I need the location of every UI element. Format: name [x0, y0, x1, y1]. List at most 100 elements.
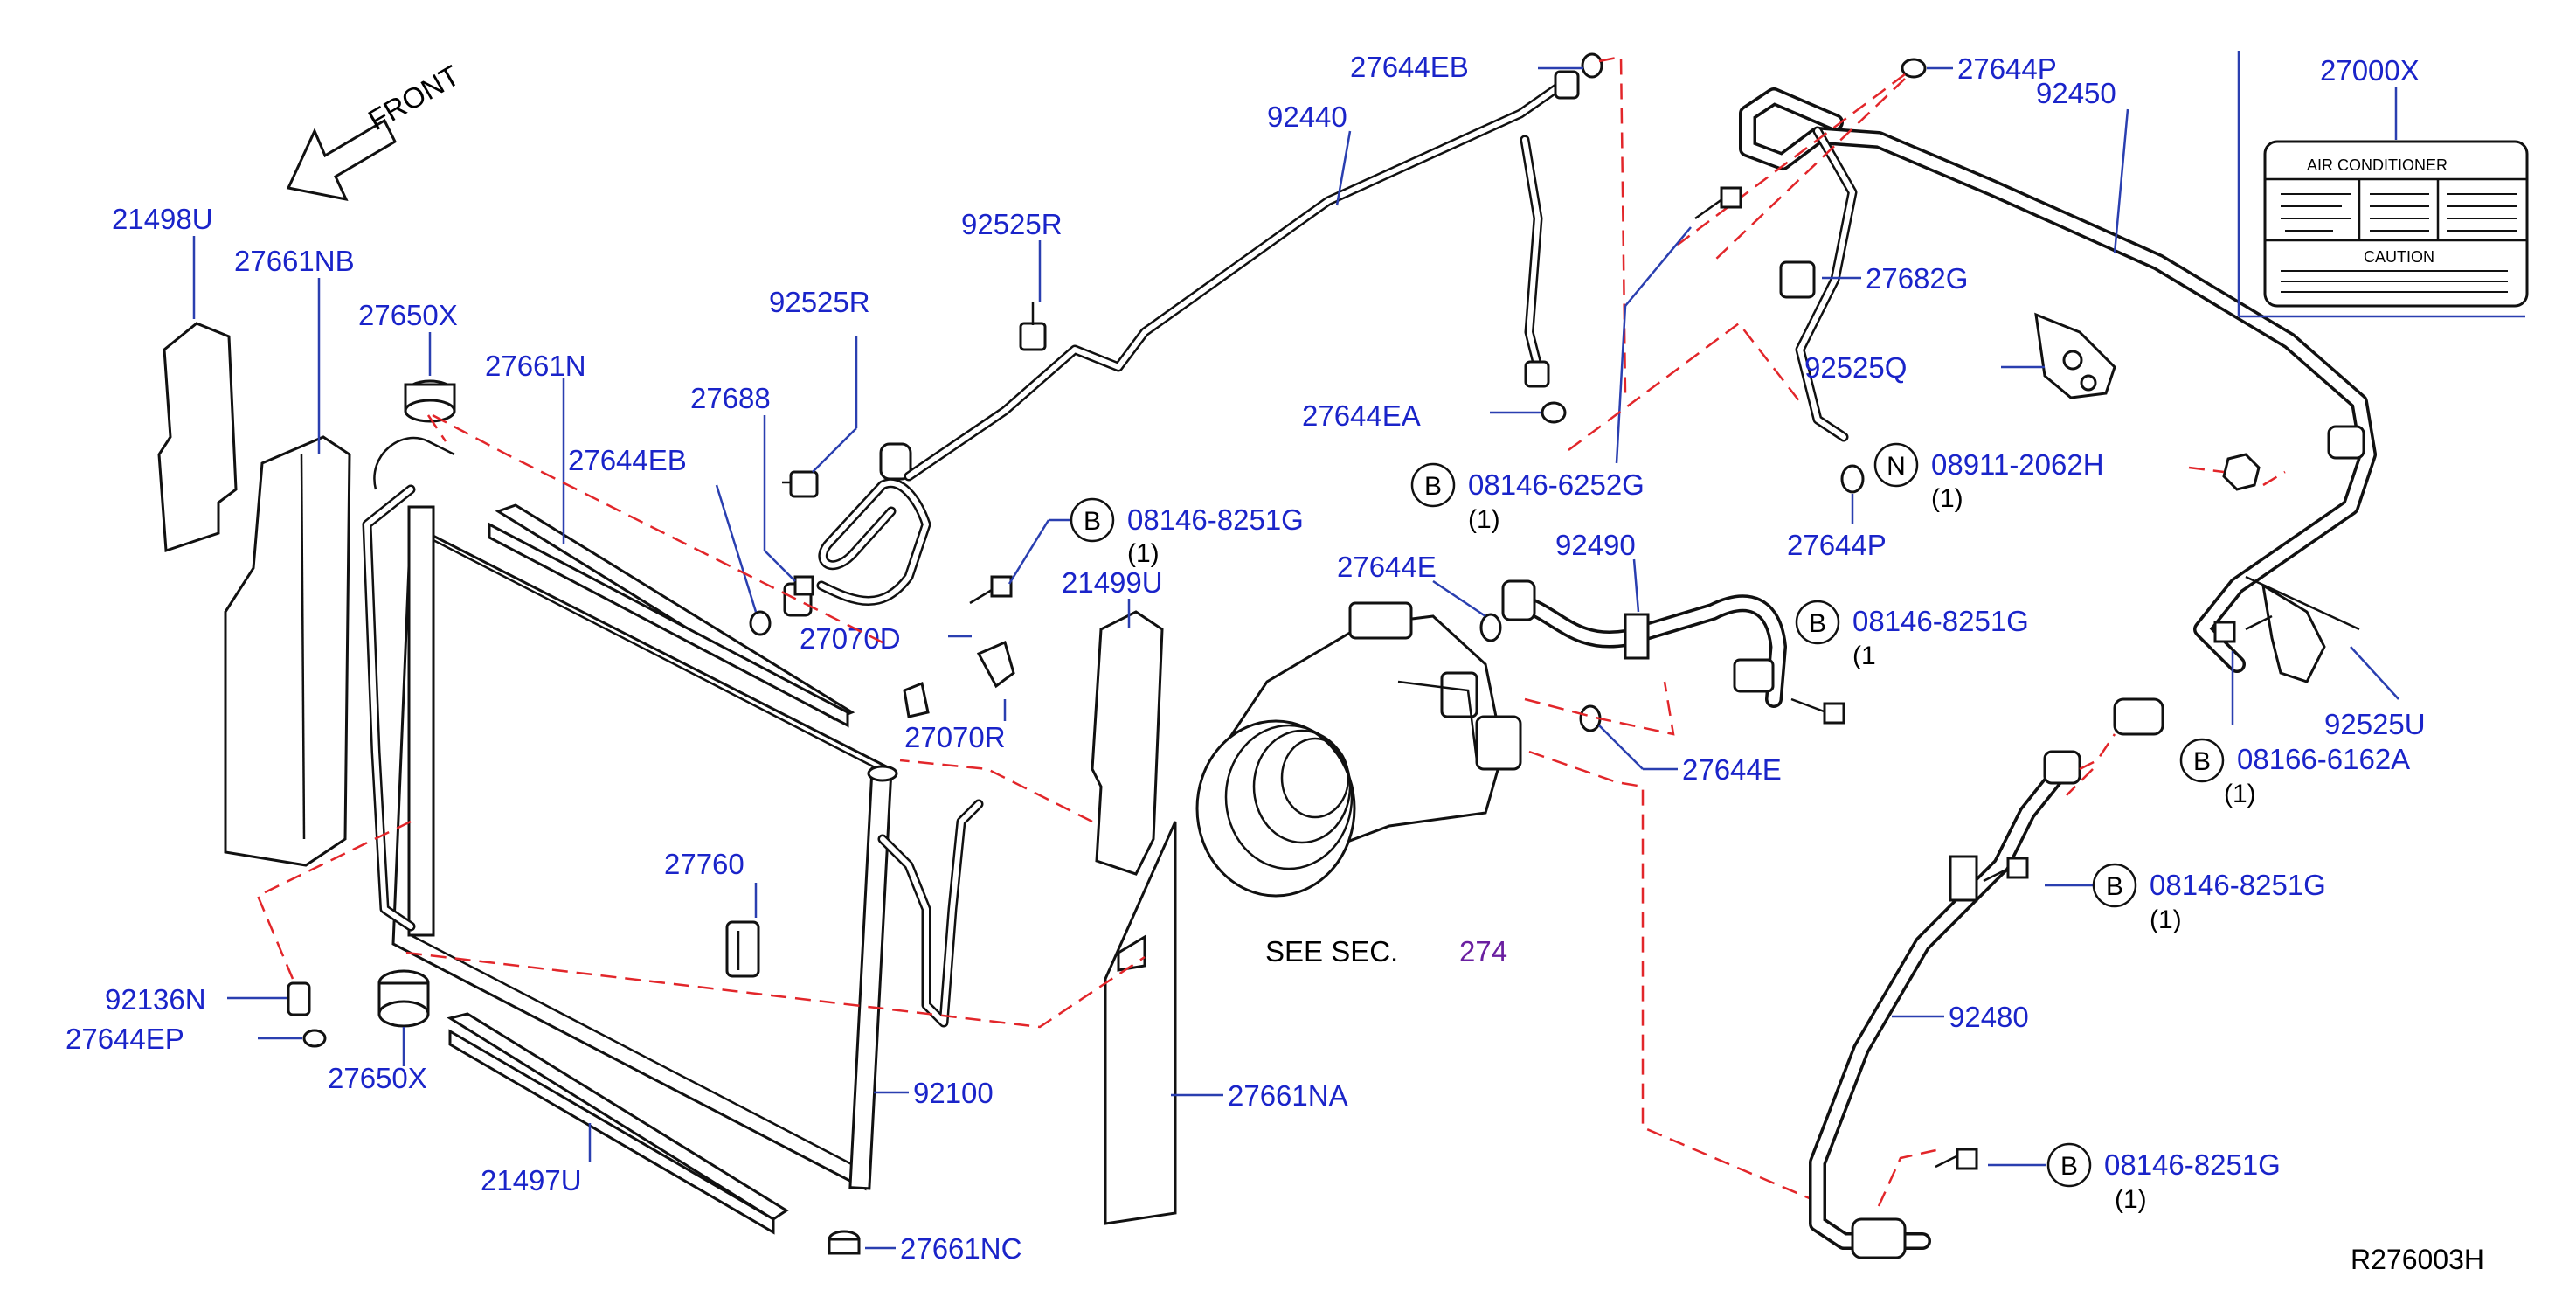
- label-92100: 92100: [913, 1077, 994, 1109]
- bolt-qty-b2: (1): [1468, 505, 1500, 534]
- oring-27644E-a: [1479, 613, 1502, 642]
- fitting-92136N: [287, 981, 311, 1016]
- label-27644EB-top: 27644EB: [1350, 51, 1469, 83]
- bolt-part-b2: 08146-6252G: [1468, 468, 1645, 501]
- label-27682G: 27682G: [1866, 262, 1968, 295]
- bolt-qty-b4: (1): [2224, 780, 2256, 808]
- grommet-27661NC: [828, 1230, 861, 1255]
- decal-27000X: [2237, 51, 2529, 318]
- label-92525Q: 92525Q: [1804, 351, 1907, 384]
- label-92525R-a: 92525R: [769, 286, 870, 318]
- clamp-92525Q: [2034, 312, 2116, 399]
- clip-92525R-a: [782, 470, 819, 498]
- nut-qty-n1: (1): [1931, 484, 1963, 513]
- see-section-prefix: SEE SEC.: [1265, 935, 1398, 968]
- air-guide-27661NB: [224, 435, 351, 867]
- label-27688: 27688: [690, 382, 771, 414]
- bolt-part-b4: 08166-6162A: [2237, 743, 2410, 775]
- oring-27644EA: [1541, 401, 1567, 424]
- label-21497U: 21497U: [481, 1164, 582, 1196]
- bolt-symbol-b3: [1795, 600, 1840, 645]
- label-27070D: 27070D: [800, 622, 901, 655]
- label-27644P-top: 27644P: [1957, 52, 2057, 85]
- pipe-fitting-top: [879, 442, 912, 481]
- oring-27644EP: [302, 1029, 327, 1048]
- label-27644EA: 27644EA: [1302, 399, 1421, 432]
- label-27661N: 27661N: [485, 350, 586, 382]
- bolt-b3: [1790, 697, 1845, 725]
- bolt-symbol-b1-text: B: [1084, 507, 1101, 536]
- bolt-b2: [1694, 186, 1742, 220]
- hose-92490-fittings: [1501, 579, 1775, 693]
- bolt-symbol-b5: [2092, 863, 2137, 908]
- label-27661NA: 27661NA: [1228, 1079, 1348, 1112]
- label-92490: 92490: [1555, 529, 1636, 561]
- label-27650X-bottom: 27650X: [328, 1062, 427, 1094]
- label-92136N: 92136N: [105, 983, 206, 1016]
- pipe-92440-end-fitting: [1524, 70, 1580, 388]
- bolt-symbol-b3-text: B: [1809, 609, 1826, 638]
- pipe-92450-fittings: [2113, 425, 2365, 736]
- label-27644E-b: 27644E: [1682, 753, 1782, 786]
- oring-27644P-mid: [1840, 464, 1865, 494]
- label-92525R-b: 92525R: [961, 208, 1063, 240]
- bolt-92525U: [2213, 614, 2273, 643]
- receiver-tank-92100: [848, 765, 898, 1190]
- label-92525U: 92525U: [2324, 708, 2426, 740]
- bolt-part-b5: 08146-8251G: [2150, 869, 2326, 901]
- bolt-symbol-b5-text: B: [2106, 872, 2123, 901]
- seal-27661N: [488, 503, 855, 728]
- bolt-part-b6: 08146-8251G: [2104, 1148, 2281, 1181]
- pressure-sensor-27688: [783, 575, 814, 617]
- compressor: [1195, 601, 1522, 898]
- label-27644E-a: 27644E: [1337, 551, 1437, 583]
- label-27644EP: 27644EP: [66, 1023, 184, 1055]
- air-guide-27661NA: [1104, 821, 1177, 1225]
- label-21498U: 21498U: [112, 203, 213, 235]
- bolt-symbol-b4: [2179, 738, 2225, 783]
- grommet-27650X-bottom: [377, 969, 430, 1028]
- bolt-symbol-b2-text: B: [1424, 472, 1442, 501]
- label-92450: 92450: [2036, 77, 2116, 109]
- seal-21497U: [447, 1012, 789, 1235]
- bolt-qty-b1: (1): [1127, 539, 1160, 568]
- bolt-part-b3: 08146-8251G: [1852, 605, 2029, 637]
- label-92480: 92480: [1949, 1001, 2029, 1033]
- label-27661NC: 27661NC: [900, 1232, 1021, 1265]
- front-label: FRONT: [363, 59, 465, 136]
- label-92440: 92440: [1267, 101, 1347, 133]
- diagram-code: R276003H: [2351, 1244, 2484, 1275]
- air-guide-21498U: [157, 322, 238, 553]
- decal-caution: CAUTION: [2364, 248, 2434, 266]
- bolt-symbol-b1: [1070, 497, 1115, 543]
- oring-27644P-top: [1901, 58, 1927, 79]
- air-guide-21499U: [1091, 610, 1164, 876]
- decal-title: AIR CONDITIONER: [2307, 156, 2448, 174]
- nut-part-n1: 08911-2062H: [1931, 448, 2104, 481]
- hose-92480-fittings: [1851, 750, 2081, 1259]
- nut-symbol-n1-text: N: [1887, 452, 1906, 481]
- oring-27644EB-top: [1581, 52, 1603, 79]
- label-27070R: 27070R: [904, 721, 1006, 753]
- label-27661NB: 27661NB: [234, 245, 355, 277]
- label-27650X-top: 27650X: [358, 299, 458, 331]
- bracket-27760: [725, 920, 760, 978]
- grommet-27650X-top: [404, 379, 456, 423]
- bolt-symbol-b6: [2046, 1142, 2092, 1188]
- bolt-symbol-b4-text: B: [2193, 747, 2211, 776]
- bolt-symbol-b6-text: B: [2060, 1152, 2078, 1181]
- bolt-b1: [969, 575, 1013, 605]
- label-27644P-mid: 27644P: [1787, 529, 1887, 561]
- bolt-b5: [1983, 857, 2029, 883]
- see-section-number: 274: [1459, 935, 1507, 968]
- bracket-27070R: [903, 640, 1015, 718]
- clip-27682G: [1779, 260, 1816, 299]
- nut-icon: [2222, 453, 2261, 491]
- bolt-qty-b5: (1): [2150, 905, 2182, 934]
- bolt-part-b1: 08146-8251G: [1127, 503, 1304, 536]
- decal-part-no: 27000X: [2320, 54, 2420, 87]
- condenser-side-tank: [362, 436, 455, 937]
- clip-92525R-b: [1019, 302, 1047, 351]
- front-arrow-icon: [286, 118, 397, 202]
